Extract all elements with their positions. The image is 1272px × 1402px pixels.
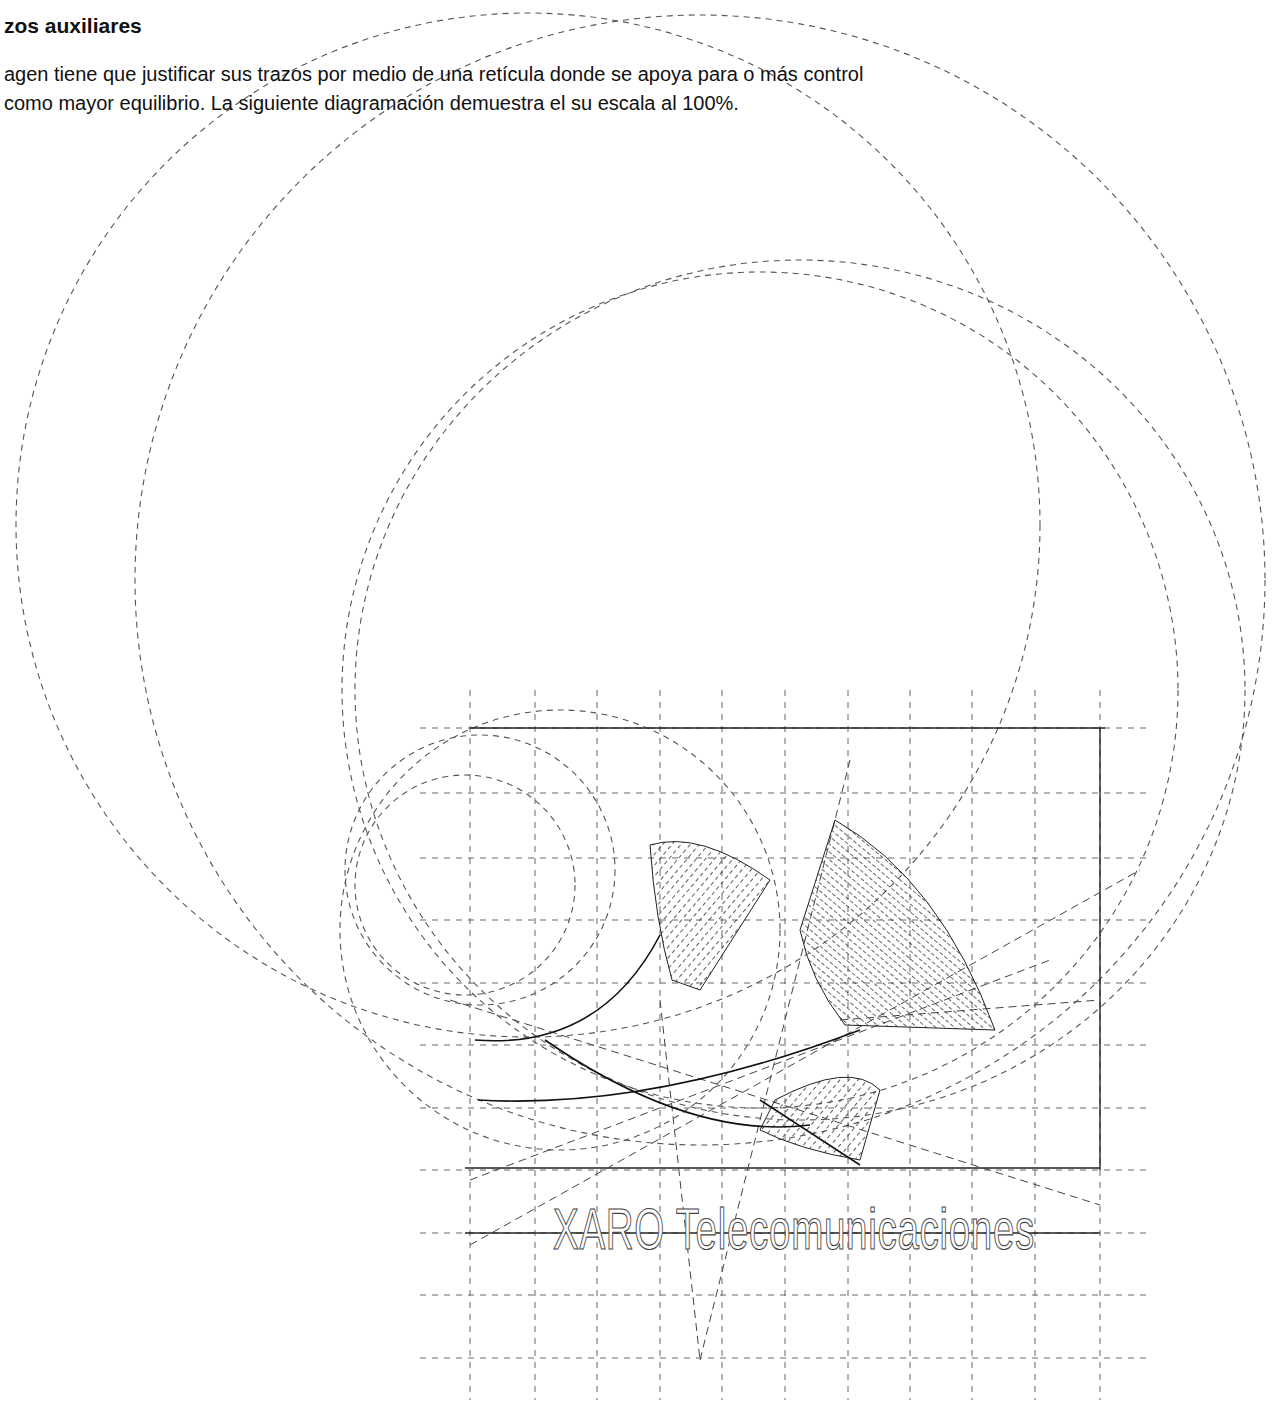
grid-line	[1100, 690, 1101, 1400]
section-title: zos auxiliares	[4, 14, 142, 38]
grid-line	[420, 1295, 1148, 1296]
grid-line	[910, 690, 911, 1400]
grid-line	[420, 920, 1148, 921]
grid-line	[420, 1045, 1148, 1046]
grid-line	[420, 728, 1148, 729]
logo-fans	[650, 820, 995, 1160]
grid-line	[420, 793, 1148, 794]
grid-line	[420, 1170, 1148, 1171]
body-paragraph: agen tiene que justificar sus trazos por…	[4, 60, 884, 118]
grid-line	[420, 1358, 1148, 1359]
grid-line	[848, 690, 849, 1400]
grid-line	[420, 858, 1148, 859]
grid	[420, 690, 1148, 1400]
grid-line	[597, 690, 598, 1400]
construction-lines	[450, 760, 1140, 1360]
grid-frame	[465, 728, 1105, 1233]
logo-wordmark: XARO Telecomunicaciones	[553, 1196, 1035, 1262]
auxiliary-circles	[16, 13, 1265, 1150]
grid-line	[420, 983, 1148, 984]
grid-line	[535, 690, 536, 1400]
